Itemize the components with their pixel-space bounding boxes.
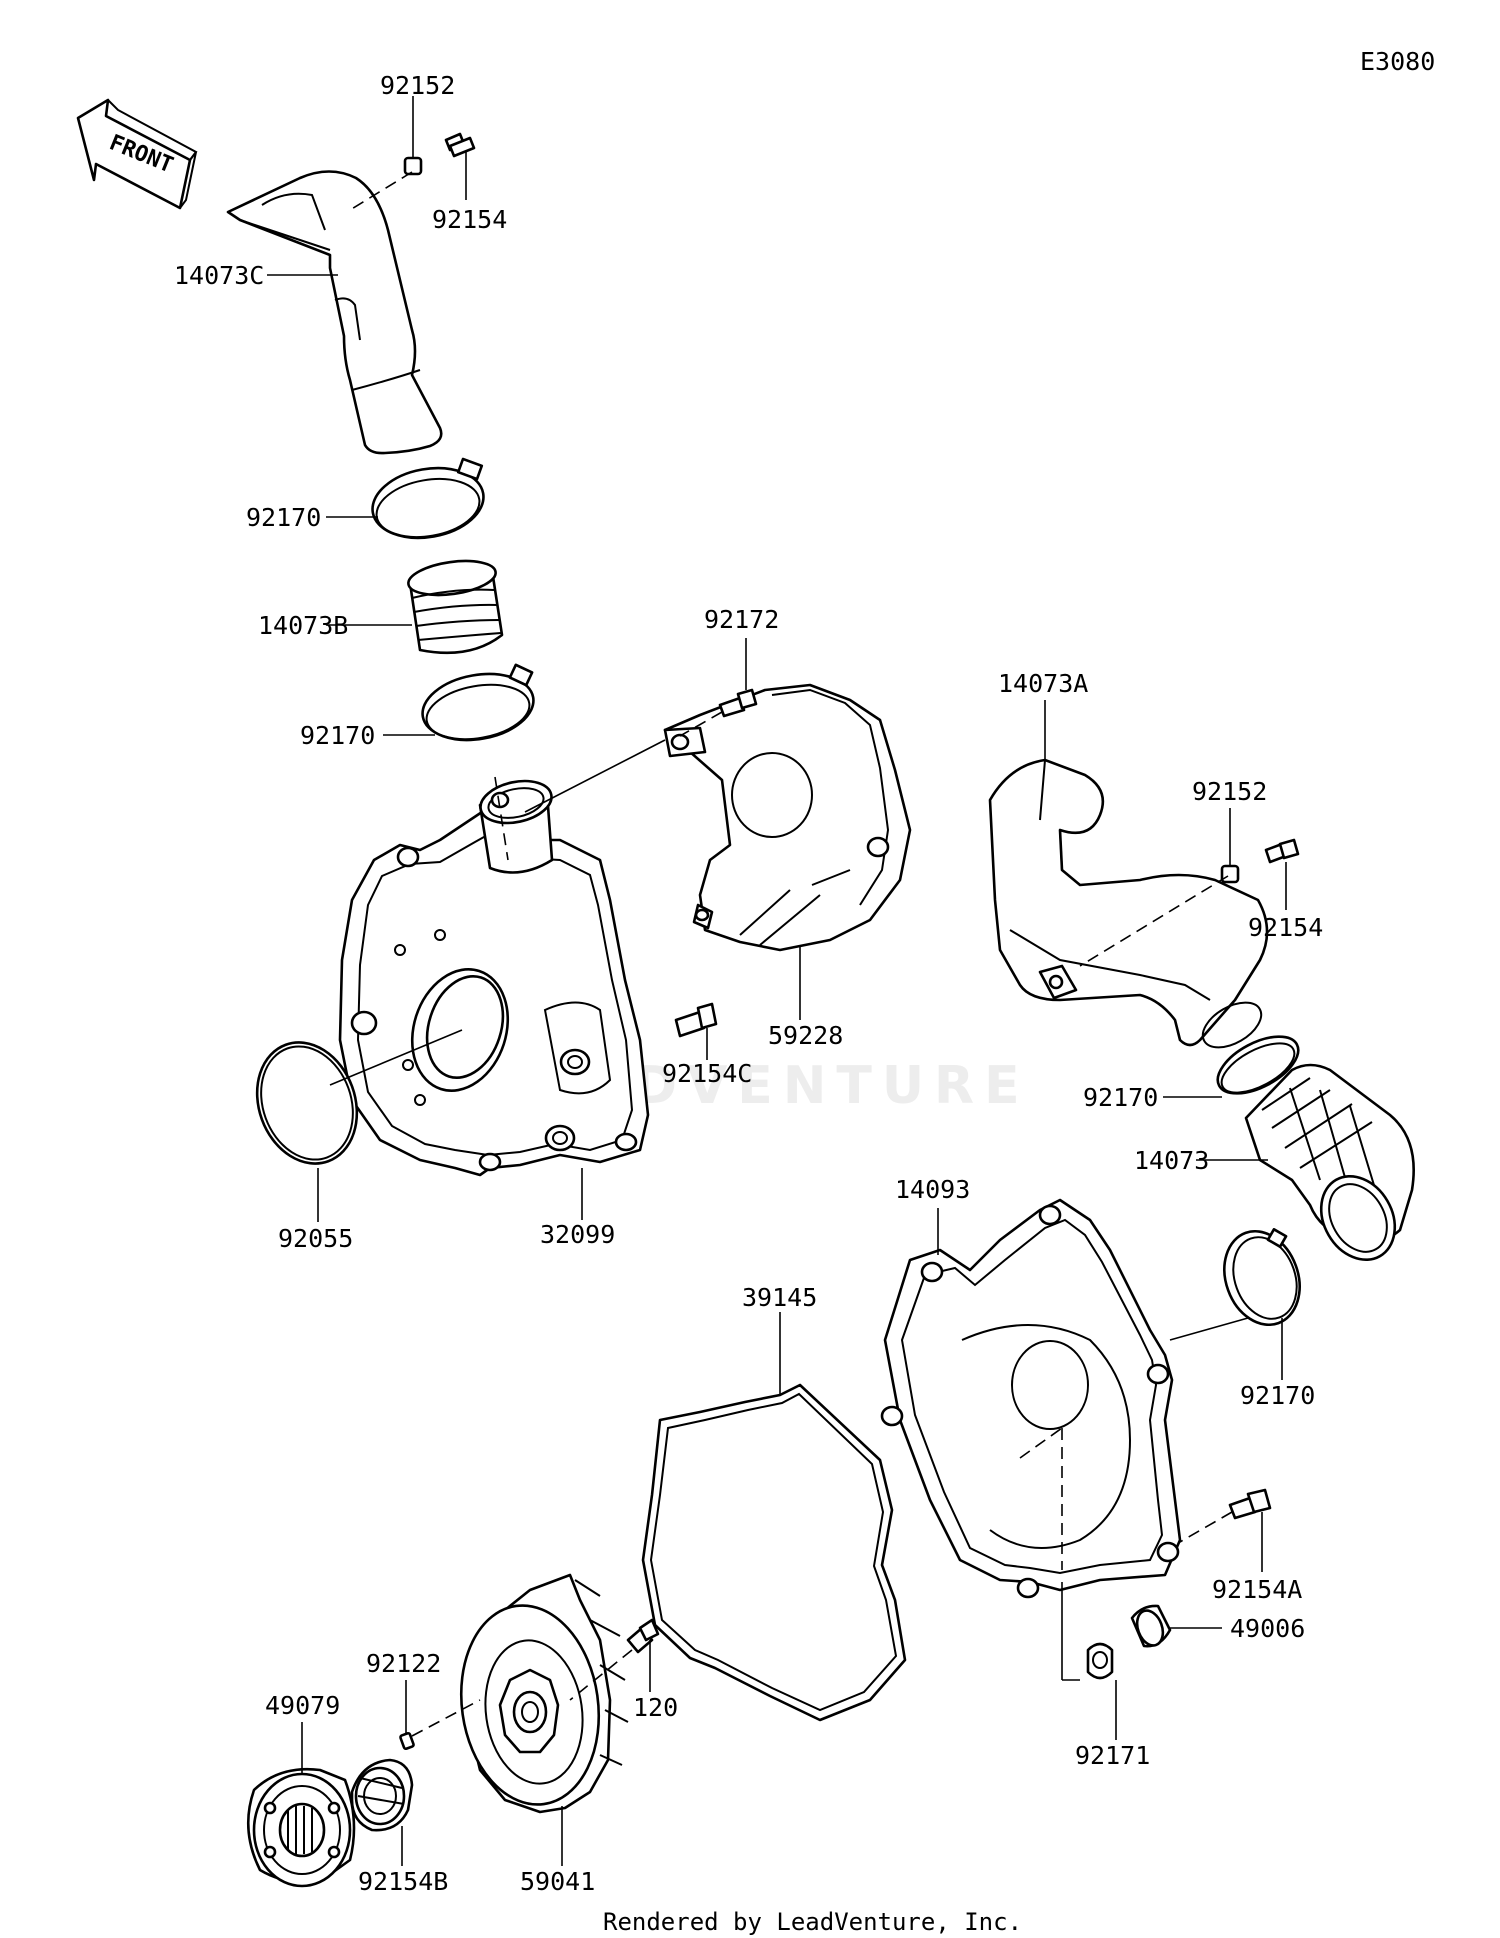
label-49079: 49079 — [265, 1691, 340, 1720]
grommet-49006 — [1130, 1604, 1172, 1648]
label-14093: 14093 — [895, 1175, 970, 1204]
nut-92152-right — [1220, 864, 1240, 884]
label-39145: 39145 — [742, 1283, 817, 1312]
clamp-92170-a — [371, 457, 485, 540]
label-32099: 32099 — [540, 1220, 615, 1249]
pin-92122 — [399, 1731, 415, 1751]
duct-14073a — [988, 758, 1269, 1049]
housing-32099 — [338, 779, 650, 1177]
label-49006: 49006 — [1230, 1614, 1305, 1643]
label-92170-b: 92170 — [300, 721, 375, 750]
hub-49079 — [246, 1767, 356, 1888]
bolt-120 — [626, 1618, 660, 1654]
label-92170-a: 92170 — [246, 503, 321, 532]
label-92170-d: 92170 — [1240, 1381, 1315, 1410]
footer-credit: Rendered by LeadVenture, Inc. — [603, 1908, 1022, 1936]
label-92154a: 92154A — [1212, 1575, 1302, 1604]
label-14073b: 14073B — [258, 611, 348, 640]
intake-14073 — [1244, 1063, 1415, 1262]
label-59228: 59228 — [768, 1021, 843, 1050]
label-92170-c: 92170 — [1083, 1083, 1158, 1112]
front-arrow-icon: FRONT — [76, 98, 198, 210]
label-14073c: 14073C — [174, 261, 264, 290]
o-ring-92055 — [255, 1041, 359, 1165]
gasket-39145 — [641, 1383, 907, 1722]
duct-14073c — [226, 170, 443, 455]
bolt-92154-right — [1264, 838, 1300, 864]
label-92171: 92171 — [1075, 1741, 1150, 1770]
bolt-92154-top — [444, 132, 476, 158]
label-14073a: 14073A — [998, 669, 1088, 698]
label-92154-top: 92154 — [432, 205, 507, 234]
bolt-92154c — [674, 1002, 718, 1038]
label-92055: 92055 — [278, 1224, 353, 1253]
label-92172: 92172 — [704, 605, 779, 634]
bolt-92154a — [1228, 1488, 1272, 1520]
screw-92172 — [718, 688, 758, 718]
label-92122: 92122 — [366, 1649, 441, 1678]
fitting-92154b — [350, 1758, 414, 1832]
label-120: 120 — [633, 1693, 678, 1722]
nut-92152-top — [403, 156, 423, 176]
shroud-59228 — [663, 683, 912, 952]
boot-14073b — [407, 559, 504, 655]
label-14073: 14073 — [1134, 1146, 1209, 1175]
label-92152-right: 92152 — [1192, 777, 1267, 806]
label-92154b: 92154B — [358, 1867, 448, 1896]
clamp-92170-c — [1216, 1035, 1300, 1095]
label-92152-top: 92152 — [380, 71, 455, 100]
label-59041: 59041 — [520, 1867, 595, 1896]
label-92154c: 92154C — [662, 1059, 752, 1088]
clip-92171 — [1086, 1642, 1114, 1680]
diagram-id: E3080 — [1360, 47, 1435, 76]
label-92154-right: 92154 — [1248, 913, 1323, 942]
impeller-59041 — [459, 1573, 629, 1814]
housing-14093 — [880, 1198, 1182, 1599]
clamp-92170-d — [1223, 1228, 1301, 1327]
clamp-92170-b — [421, 663, 535, 742]
